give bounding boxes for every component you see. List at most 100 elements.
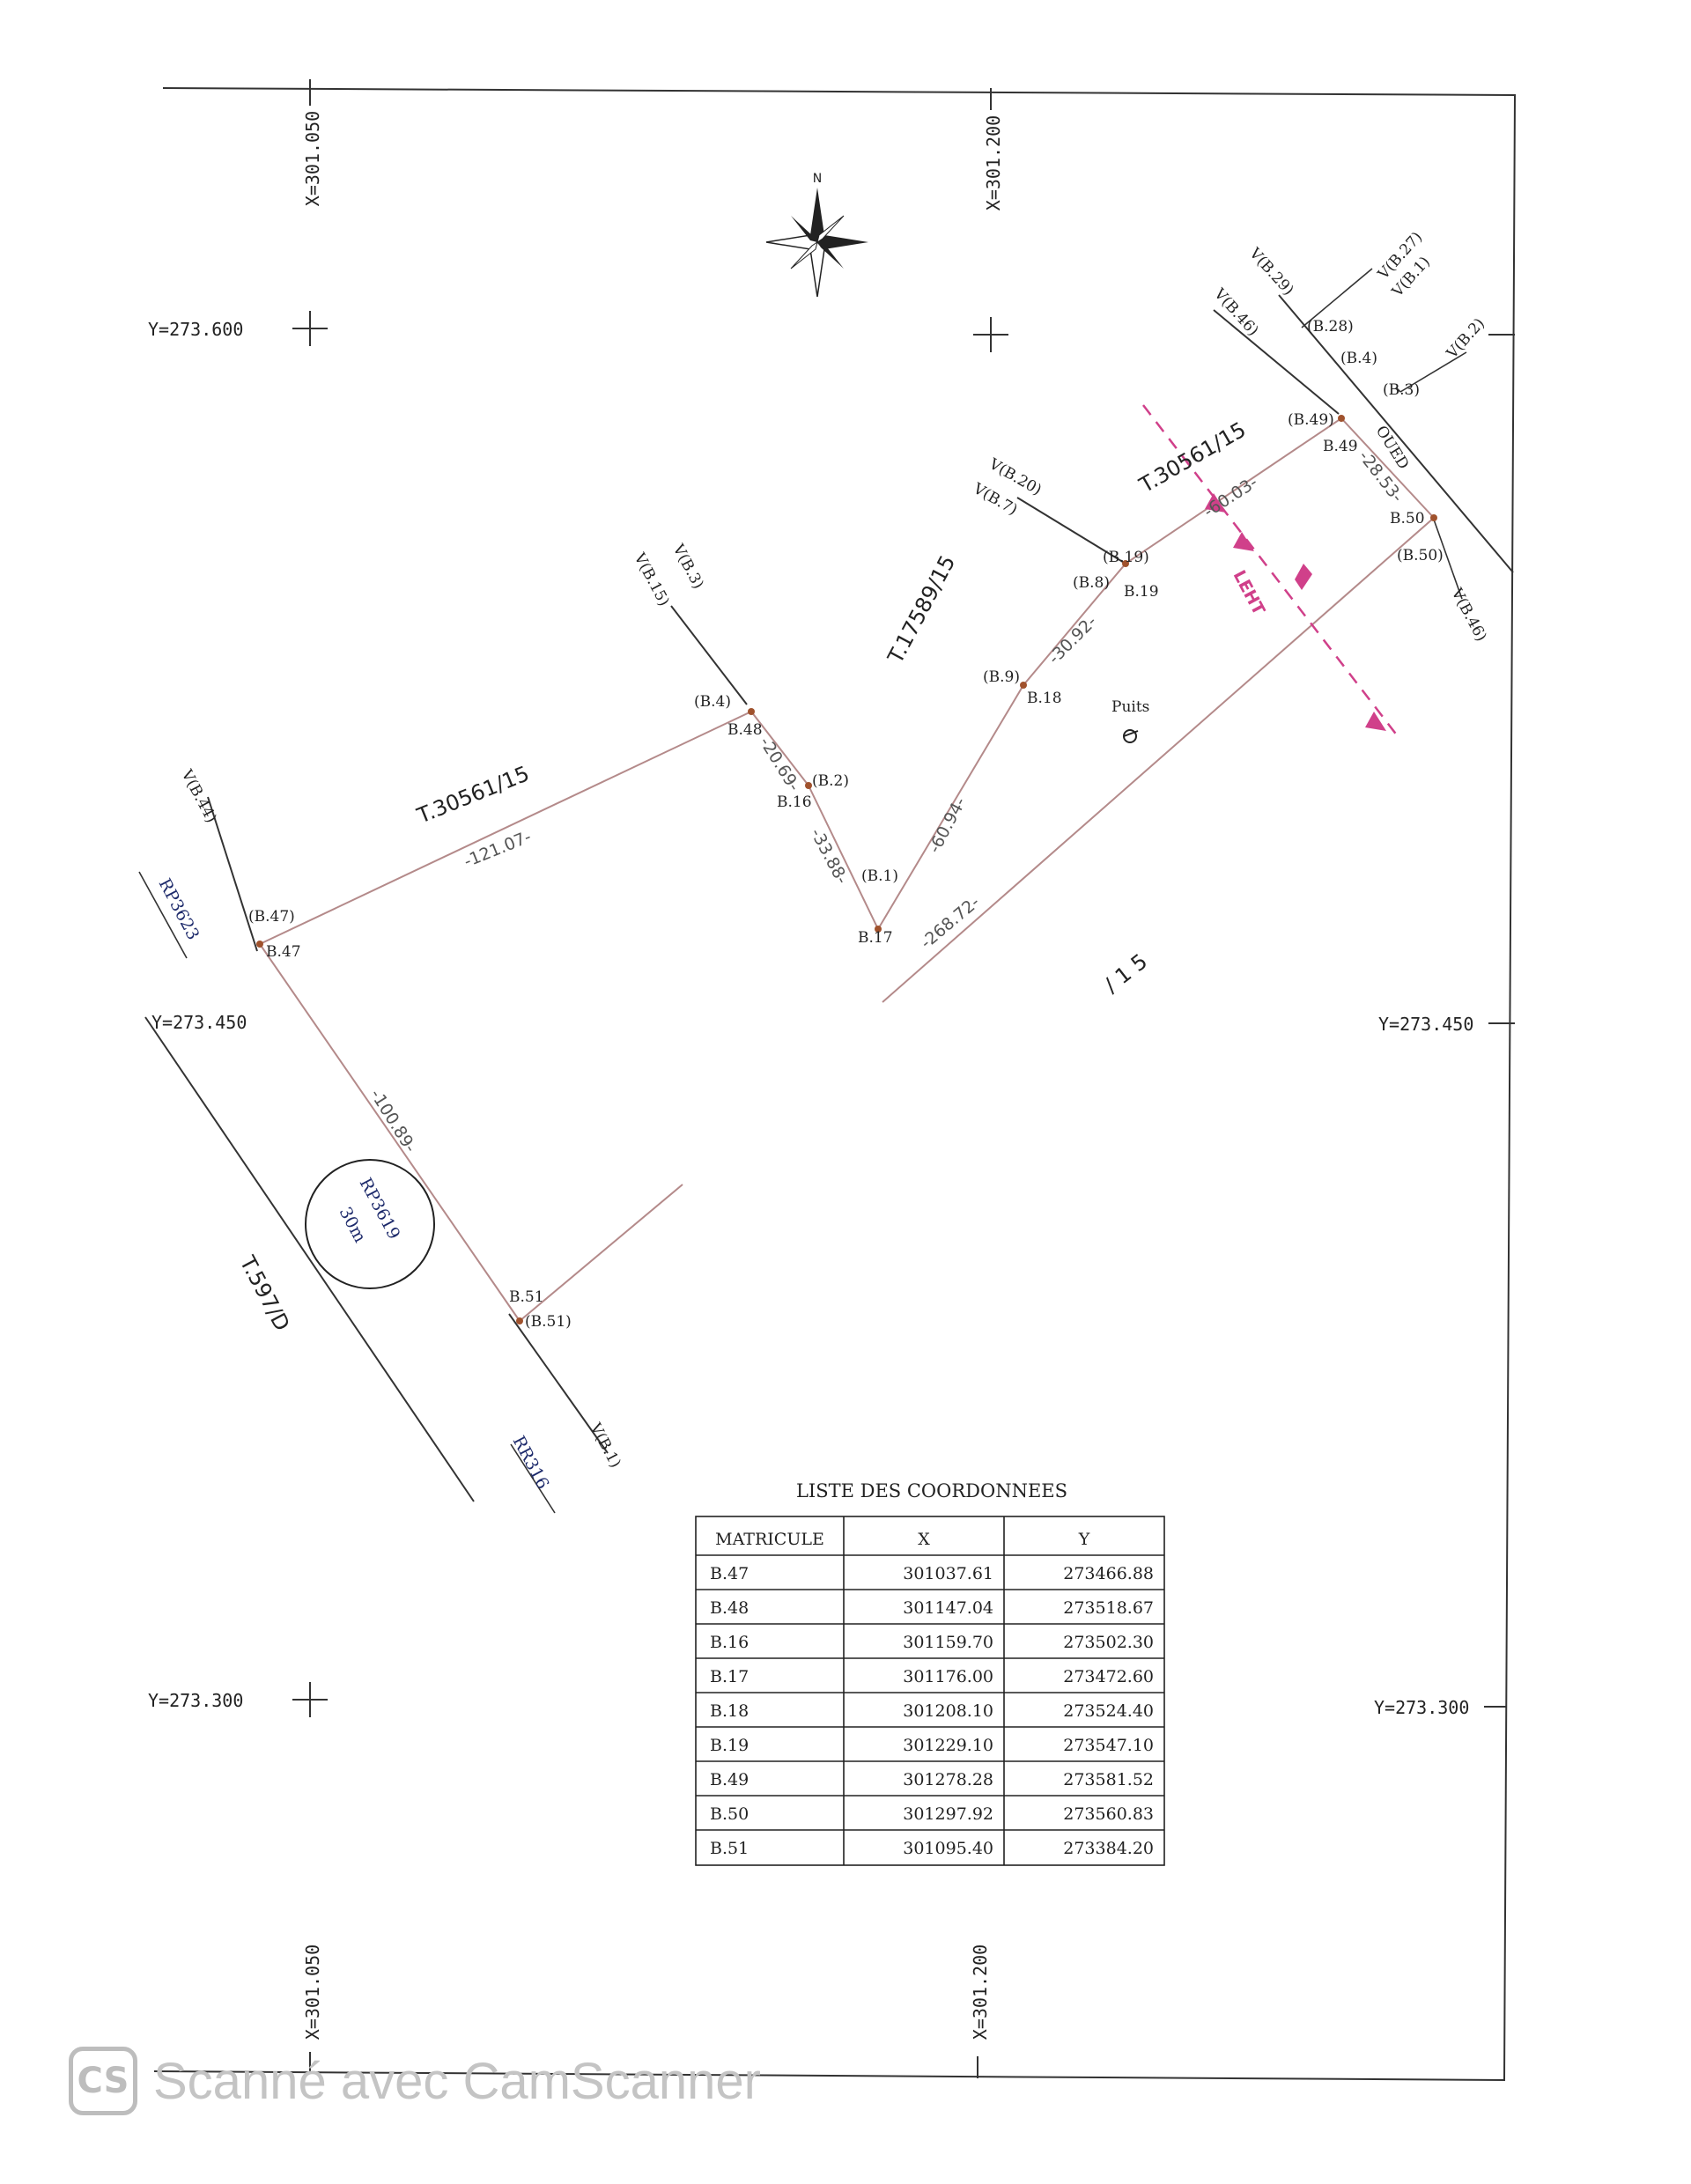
- point-label-b3p: (B.3): [1383, 381, 1420, 399]
- table-cell-y: 273518.67: [1063, 1598, 1154, 1618]
- grid-label-y-top: Y=273.600: [148, 319, 243, 340]
- table-title: LISTE DES COORDONNEES: [796, 1480, 1067, 1502]
- table-cell-y: 273581.52: [1063, 1770, 1154, 1789]
- point-label-b1p: (B.1): [861, 867, 898, 885]
- voisin-vb2: V(B.2): [1443, 315, 1488, 363]
- title-t17589: T.17589/15: [882, 551, 960, 668]
- voisin-vb1-south: V(B.1): [586, 1420, 624, 1471]
- grid-label-y-bottom-right: Y=273.300: [1374, 1697, 1469, 1718]
- table-header-y: Y: [1078, 1530, 1090, 1549]
- table-cell-x: 301229.10: [903, 1736, 993, 1755]
- distance-20: -20.69-: [756, 734, 804, 794]
- table-cell-matricule: B.49: [710, 1770, 749, 1789]
- table-cell-y: 273524.40: [1063, 1701, 1154, 1721]
- distance-60-94: -60.94-: [925, 794, 970, 856]
- distance-100: -100.89-: [366, 1086, 420, 1156]
- point-label-b17: B.17: [858, 929, 893, 947]
- distance-60-03: -60.03-: [1200, 473, 1261, 522]
- point-label-b8p: (B.8): [1073, 574, 1110, 592]
- title-t30561-west: T.30561/15: [413, 761, 533, 829]
- neighbor-line-vb2: [1399, 351, 1467, 393]
- grid-cross-top-right: [973, 317, 1008, 352]
- table-cell-x: 301095.40: [903, 1839, 993, 1858]
- distance-30: -30.92-: [1045, 612, 1101, 668]
- table-cell-x: 301037.61: [903, 1564, 993, 1583]
- leht-flag-icon: [1295, 564, 1312, 590]
- rp3619-circle: [305, 1159, 435, 1289]
- distance-33: -33.88-: [807, 825, 852, 887]
- grid-label-y-mid-right: Y=273.450: [1378, 1014, 1473, 1035]
- neighbor-line-vb1: [508, 1313, 609, 1454]
- oued-line-left: [1213, 309, 1340, 415]
- leht-dashed-line: [1142, 404, 1401, 741]
- leht-arrow-3-icon: [1365, 712, 1386, 731]
- table-cell-y: 273466.88: [1063, 1564, 1154, 1583]
- neighbor-line-vb44: [207, 796, 258, 952]
- grid-label-x-right-top: X=301.200: [983, 115, 1004, 210]
- table-cell-matricule: B.48: [710, 1598, 749, 1618]
- point-label-b48: B.48: [727, 721, 763, 739]
- title-slash15: / 1 5: [1099, 948, 1152, 997]
- point-label-b18: B.18: [1027, 690, 1062, 707]
- voisin-vb44: V(B.44): [177, 766, 220, 826]
- grid-label-x-left-bottom: X=301.050: [302, 1944, 323, 2040]
- table-cell-matricule: B.17: [710, 1667, 749, 1686]
- point-label-b19p: (B.19): [1103, 549, 1149, 566]
- table-cell-matricule: B.19: [710, 1736, 749, 1755]
- neighbor-line-vb3: [670, 605, 748, 705]
- table-cell-matricule: B.51: [710, 1839, 749, 1858]
- leht-label: LEHT: [1229, 567, 1269, 618]
- point-label-b19: B.19: [1124, 583, 1159, 601]
- table-cell-x: 301278.28: [903, 1770, 993, 1789]
- point-label-b2p: (B.2): [812, 772, 849, 790]
- rp3623-line: [138, 871, 188, 959]
- puits-label: Puits: [1111, 698, 1149, 716]
- puits-well-icon: [1123, 729, 1139, 743]
- table-header-x: X: [918, 1530, 930, 1549]
- grid-cross-top-left: [292, 311, 328, 346]
- table-cell-matricule: B.16: [710, 1633, 749, 1652]
- table-cell-x: 301208.10: [903, 1701, 993, 1721]
- point-label-b16: B.16: [777, 793, 812, 811]
- rr316-line: [510, 1443, 556, 1514]
- camscanner-logo-icon: CS: [69, 2047, 137, 2115]
- point-label-b47: B.47: [266, 943, 301, 961]
- grid-cross-bottom-left: [292, 1682, 328, 1717]
- point-label-b47p: (B.47): [248, 908, 295, 926]
- grid-label-x-right-bottom: X=301.200: [970, 1944, 991, 2040]
- plan-frame: [153, 87, 1517, 2082]
- rp3619-width: 30m: [336, 1204, 370, 1246]
- table-cell-x: 301159.70: [903, 1633, 993, 1652]
- table-cell-y: 273560.83: [1063, 1804, 1154, 1824]
- point-label-b28p: (B.28): [1307, 318, 1354, 336]
- distance-121: -121.07-: [462, 827, 535, 871]
- parcel-points: [256, 415, 1437, 1324]
- rp3623-label: RP3623: [155, 875, 203, 943]
- voisin-vb3: V(B.3): [668, 541, 707, 592]
- rr316-label: RR316: [509, 1433, 553, 1493]
- point-label-b9p: (B.9): [983, 668, 1020, 686]
- point-label-b4p2: (B.4): [1340, 350, 1377, 367]
- table-cell-matricule: B.47: [710, 1564, 749, 1583]
- camscanner-text: Scanné avec CamScanner: [153, 2052, 761, 2110]
- voisin-vb46-east: V(B.46): [1447, 585, 1490, 645]
- neighbor-line-vb20: [1016, 497, 1126, 564]
- voisin-vb29: V(B.29): [1245, 244, 1297, 299]
- point-label-b49p: (B.49): [1288, 411, 1334, 429]
- table-cell-y: 273502.30: [1063, 1633, 1154, 1652]
- point-label-b51p: (B.51): [525, 1313, 572, 1331]
- point-label-b50p: (B.50): [1397, 547, 1444, 564]
- parcel-boundary: [258, 417, 1436, 1322]
- leht-arrow-2-icon: [1233, 532, 1254, 551]
- table-cell-x: 301176.00: [903, 1667, 993, 1686]
- voisin-vb15: V(B.15): [630, 550, 673, 609]
- grid-label-y-mid-left: Y=273.450: [151, 1012, 247, 1033]
- north-arrow-icon: N: [765, 172, 868, 298]
- table-cell-y: 273384.20: [1063, 1839, 1154, 1858]
- parcel-boundary-south: [519, 1184, 683, 1322]
- table-cell-matricule: B.50: [710, 1804, 749, 1824]
- coordinates-table: LISTE DES COORDONNEES MATRICULE X Y B.47…: [695, 1480, 1165, 1866]
- camscanner-watermark: CS Scanné avec CamScanner: [69, 2041, 761, 2121]
- table-cell-matricule: B.18: [710, 1701, 749, 1721]
